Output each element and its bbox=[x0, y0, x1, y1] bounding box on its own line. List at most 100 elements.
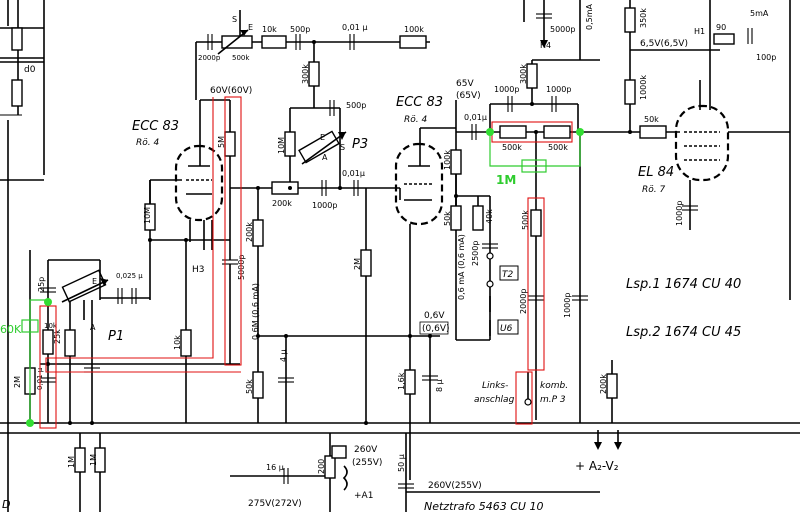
r-100k-v2-label: 100k bbox=[443, 150, 452, 170]
speaker-2-label: Lsp.2 1674 CU 45 bbox=[626, 325, 741, 340]
green-60k-label: 60K bbox=[0, 323, 22, 336]
r-06m-v2-label: 0,6 mA (0,6 mA) bbox=[457, 234, 466, 300]
r-5m-label: 5M bbox=[217, 136, 226, 148]
r-200-label: 200 bbox=[317, 459, 326, 474]
rail-voltage-label: + A₂-V₂ bbox=[575, 459, 619, 473]
r-25k-label: 25k bbox=[53, 329, 62, 344]
ground-rail: + A₂-V₂ bbox=[0, 422, 800, 473]
u6-label: U6 bbox=[500, 324, 513, 334]
r-2m-mid-label: 2M bbox=[353, 258, 362, 270]
c-1000p-b-label: 1000p bbox=[546, 85, 571, 94]
c-0025u-label: 0,025 µ bbox=[116, 272, 143, 280]
r-200k-b-label: 200k bbox=[245, 222, 254, 242]
v06-label: 0,6V bbox=[424, 311, 445, 321]
mp3-label: m.P 3 bbox=[540, 395, 566, 405]
r-1m-b-label: 1M bbox=[89, 454, 98, 466]
p1-section: 2M E A P1 25p 25k 0,01 µ 0,025 µ 10k bbox=[13, 179, 240, 425]
c-1000p-top-label: 1000p bbox=[312, 201, 337, 210]
h3-label: H3 bbox=[192, 265, 205, 275]
d0-label: d0 bbox=[24, 65, 36, 75]
p1-a-label: A bbox=[90, 323, 96, 332]
r-10k-left-label: 10k bbox=[44, 322, 58, 330]
tube-v2-anode-voltage: 65V bbox=[456, 79, 474, 89]
r-50k-v2-label: 50k bbox=[443, 211, 452, 226]
c-1000p-v-label: 1000p bbox=[563, 293, 572, 318]
r-200k-a-label: 200k bbox=[272, 199, 292, 208]
r-500k-top-label: 500k bbox=[232, 54, 250, 62]
r-100k-top-label: 100k bbox=[404, 25, 424, 34]
r-500k-a-label: 500k bbox=[502, 143, 522, 152]
r-90-label: 90 bbox=[716, 23, 726, 32]
r-500k-v-label: 500k bbox=[521, 210, 530, 230]
tube-v1-socket: Rö. 4 bbox=[136, 138, 159, 148]
tube-v2-name: ECC 83 bbox=[396, 95, 443, 110]
v06-alt-label: (0,6V) bbox=[422, 324, 450, 334]
r-200k-right-label: 200k bbox=[599, 374, 608, 394]
c-001u-v2-label: 0,01µ bbox=[464, 113, 487, 122]
c-2000p-v-label: 2000p bbox=[519, 289, 528, 314]
r-300k-label: 300k bbox=[301, 64, 310, 84]
c-1000p-a-label: 1000p bbox=[494, 85, 519, 94]
tube-v3-socket: Rö. 7 bbox=[642, 185, 665, 195]
r-500k-b-label: 500k bbox=[548, 143, 568, 152]
tube-v2: ECC 83 Rö. 4 65V (65V) 0,6V (0,6V) 1,6k … bbox=[394, 79, 519, 480]
v260-alt-label: (255V) bbox=[352, 458, 382, 468]
h4-label: H4 bbox=[540, 41, 551, 50]
anschlag-label: anschlag bbox=[474, 395, 515, 405]
coupling-network: 0,01µ 1000p 1000p 300k 500k 500k 500k 20… bbox=[456, 60, 680, 423]
c-4u-label: 4 µ bbox=[279, 349, 288, 362]
tube-v2-anode-voltage-alt: (65V) bbox=[456, 91, 481, 101]
r-1000k-label: 1000k bbox=[639, 75, 648, 100]
r-300k-right-label: 300k bbox=[519, 64, 528, 84]
t2-label: T2 bbox=[502, 270, 513, 280]
speakers-section: Lsp.1 1674 CU 40 Lsp.2 1674 CU 45 200k bbox=[599, 277, 741, 423]
top-right-section: 5000p 0,5mA H4 bbox=[523, 0, 600, 61]
green-annotations: 1M 60K bbox=[0, 128, 584, 427]
p3-a-label: A bbox=[322, 153, 328, 162]
p1-e-label: E bbox=[92, 277, 97, 286]
p1-label: P1 bbox=[108, 329, 124, 344]
tube-v3-name: EL 84 bbox=[638, 165, 674, 180]
c-001u-mid-label: 0,01µ bbox=[342, 169, 365, 178]
p3-label: P3 bbox=[352, 137, 368, 152]
c-500p-top-label: 500p bbox=[290, 25, 310, 34]
r-50k-label: 50k bbox=[245, 379, 254, 394]
c-5ma-label: 5mA bbox=[750, 9, 769, 18]
tube-v1-anode-voltage: 60V(60V) bbox=[210, 86, 252, 96]
v260-label: 260V bbox=[354, 445, 378, 455]
r-10k-v1-label: 10k bbox=[173, 335, 182, 350]
e-top-label: E bbox=[248, 23, 253, 32]
c-1000p-el84-label: 1000p bbox=[675, 201, 684, 226]
tube-v3: 350k 1000k 6,5V(6,5V) 50k 1000p EL 84 Rö… bbox=[624, 0, 791, 300]
links-label: Links- bbox=[482, 381, 508, 391]
c-5000p-top-label: 5000p bbox=[550, 25, 575, 34]
r-06m-label: 0,6M (0,6 mA) bbox=[251, 283, 260, 340]
tube-v2-socket: Rö. 4 bbox=[404, 115, 427, 125]
power-supply: 1M 1M 16 µ 200 260V (255V) 275V(272V) +A… bbox=[67, 433, 600, 512]
transformer-label: Netztrafo 5463 CU 10 bbox=[424, 500, 543, 512]
r-16k-label: 1,6k bbox=[397, 372, 406, 390]
h1-label: H1 bbox=[694, 27, 705, 36]
left-edge-section: d0 D bbox=[0, 0, 45, 512]
c-8u-label: 8 µ bbox=[435, 379, 444, 392]
a1-label: +A1 bbox=[354, 491, 373, 501]
c-25p-label: 25p bbox=[37, 277, 46, 292]
speaker-1-label: Lsp.1 1674 CU 40 bbox=[626, 277, 741, 292]
green-1m-label: 1M bbox=[496, 173, 516, 187]
r-10m-b-label: 10M bbox=[277, 137, 286, 154]
v275-label: 275V(272V) bbox=[248, 499, 302, 509]
c-16u-label: 16 µ bbox=[266, 463, 284, 472]
c-05ma-label: 0,5mA bbox=[585, 3, 594, 30]
p3-s-label: S bbox=[340, 143, 345, 152]
r-100p-label: 100p bbox=[756, 53, 776, 62]
s-top-label: S bbox=[232, 15, 237, 24]
r-350k-label: 350k bbox=[639, 8, 648, 28]
c-2000p-label: 2000p bbox=[198, 54, 221, 62]
v65-label: 6,5V(6,5V) bbox=[640, 39, 688, 49]
p3-e-label: E bbox=[320, 133, 325, 142]
tone-network-top: S E 10k 500p 0,01 µ 100k 2000p 500k 300k… bbox=[195, 10, 430, 210]
r-10m-label: 10M bbox=[143, 207, 152, 224]
c-500p-label: 500p bbox=[346, 101, 366, 110]
komb-label: komb. bbox=[540, 381, 568, 391]
